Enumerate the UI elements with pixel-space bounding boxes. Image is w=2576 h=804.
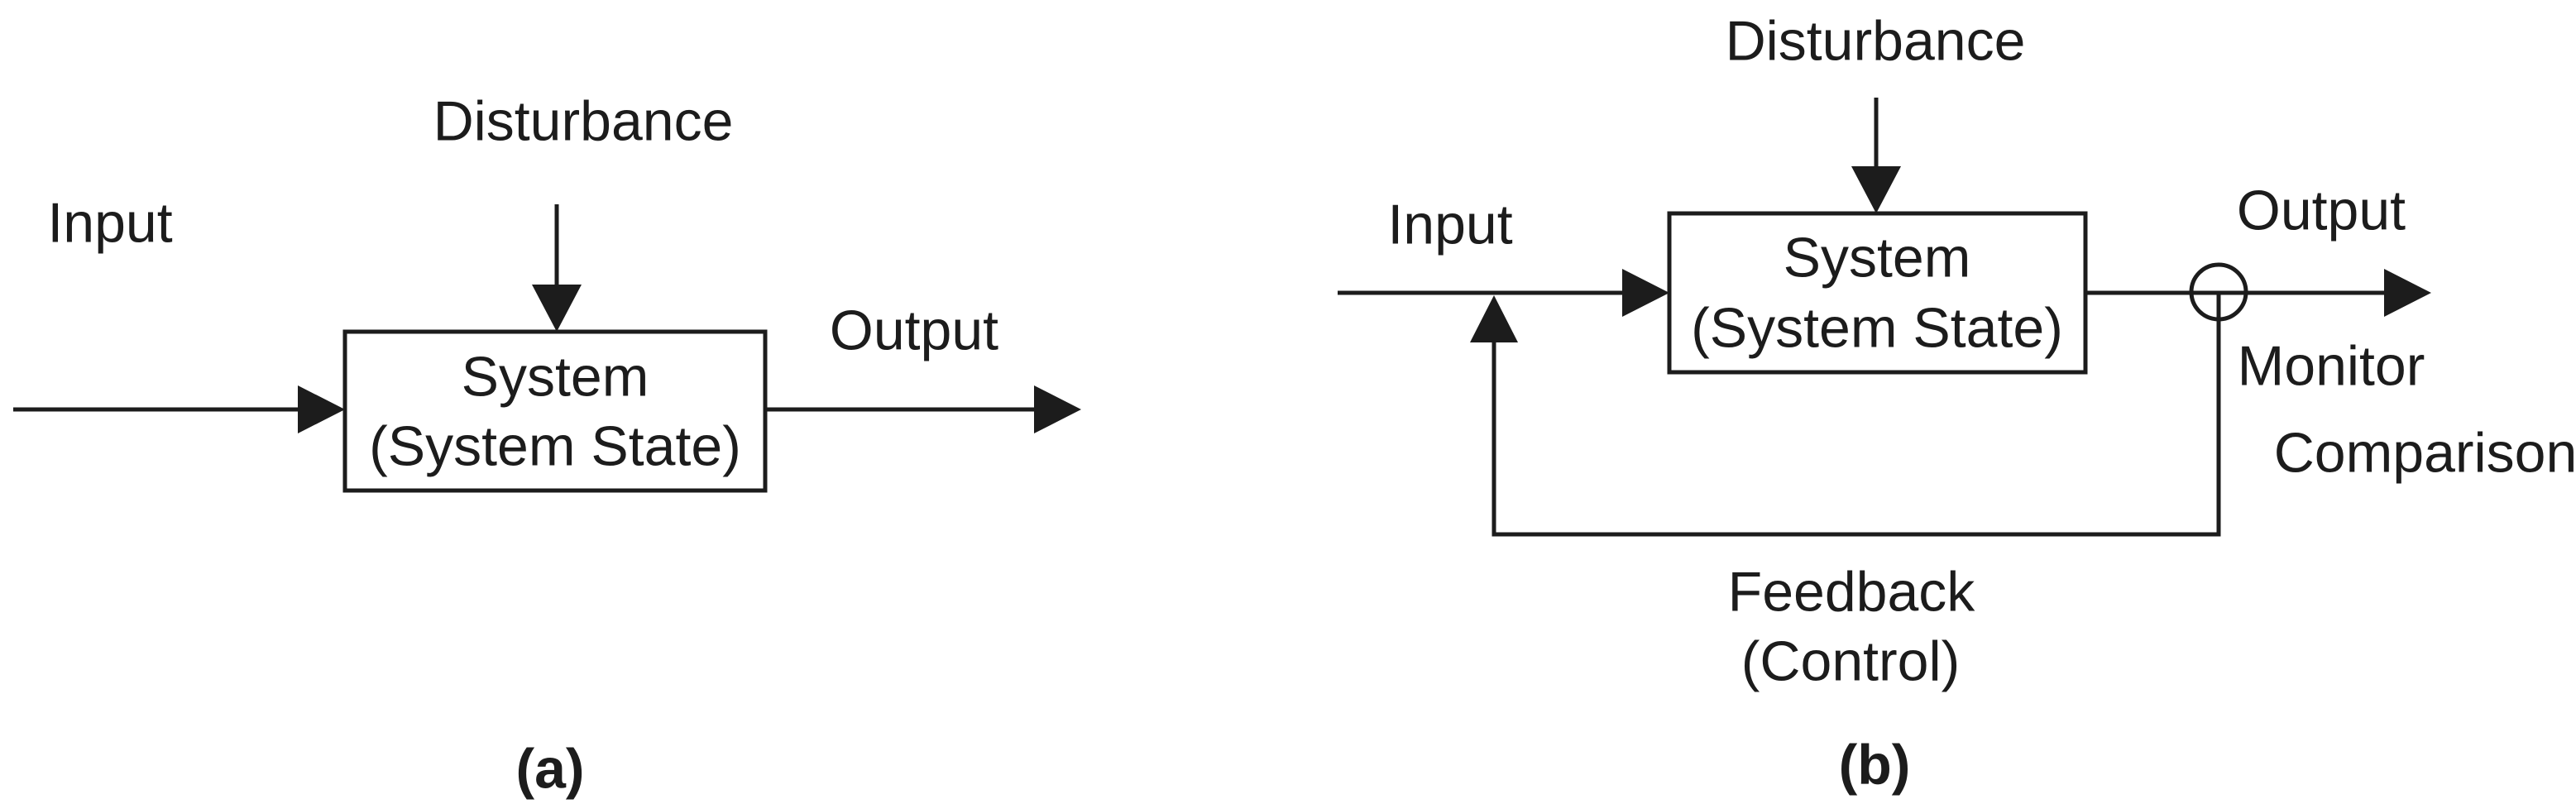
input-arrowhead-b — [1622, 269, 1669, 317]
disturbance-arrowhead-a — [532, 285, 582, 332]
caption-a: (a) — [515, 737, 585, 801]
system-box-b-line1: System — [1783, 226, 1971, 290]
system-box-a-line1: System — [461, 345, 649, 409]
feedback-loop-line — [1491, 293, 2221, 537]
diagram-b-linework — [1338, 98, 2431, 537]
disturbance-label-b: Disturbance — [1725, 9, 2026, 73]
caption-b: (b) — [1838, 733, 1911, 797]
system-box-a-line2: (System State) — [369, 414, 741, 478]
disturbance-arrowhead-b — [1851, 166, 1901, 213]
system-box-b — [1667, 211, 2088, 375]
system-box-b-line2: (System State) — [1691, 296, 2063, 360]
disturbance-label-a: Disturbance — [433, 89, 734, 153]
output-arrowhead-b — [2384, 269, 2431, 317]
output-label-b: Output — [2236, 179, 2406, 242]
feedback-label-line1: Feedback — [1727, 560, 1975, 624]
output-arrowhead-a — [1034, 385, 1081, 433]
diagram-a-linework — [13, 204, 1081, 493]
comparison-label: Comparison — [2273, 421, 2576, 485]
monitor-node-circle — [2189, 262, 2248, 322]
feedback-label-line2: (Control) — [1740, 629, 1961, 693]
monitor-label: Monitor — [2237, 334, 2425, 398]
input-label-b: Input — [1387, 193, 1513, 256]
input-arrowhead-a — [298, 385, 345, 433]
input-label-a: Input — [47, 191, 173, 255]
feedback-arrowhead — [1470, 295, 1518, 342]
output-label-a: Output — [829, 299, 999, 362]
system-box-a — [342, 329, 768, 493]
